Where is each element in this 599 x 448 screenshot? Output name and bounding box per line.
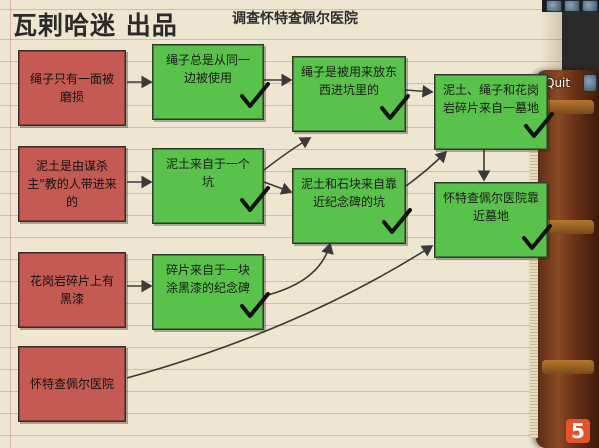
deduction-text: 绳子是被用来放东西进坑里的: [301, 65, 398, 97]
deduction-text: 碎片来自于一块涂黑漆的纪念碑: [165, 263, 250, 295]
deduction-card[interactable]: 绳子是被用来放东西进坑里的: [292, 56, 406, 132]
book-band: [542, 220, 594, 234]
deduction-card[interactable]: 泥土来自于一个坑: [152, 148, 264, 224]
site-logo: 5: [566, 419, 590, 443]
deduction-text: 泥土和石块来自靠近纪念碑的坑: [301, 177, 398, 209]
evidence-card[interactable]: 泥土是由谋杀主"教的人带进来的: [18, 146, 126, 222]
evidence-text: 泥土是由谋杀主"教的人带进来的: [27, 159, 117, 209]
deduction-card[interactable]: 泥土、绳子和花岗岩碎片来自一墓地: [434, 74, 548, 150]
deduction-card[interactable]: 绳子总是从同一边被使用: [152, 44, 264, 120]
page-title: 调查怀特查佩尔医院: [232, 11, 358, 27]
deduction-card[interactable]: 泥土和石块来自靠近纪念碑的坑: [292, 168, 406, 244]
quit-icon[interactable]: [583, 74, 597, 92]
book-pages: [530, 78, 538, 438]
deduction-card[interactable]: 怀特查佩尔医院靠近墓地: [434, 182, 548, 258]
deduction-card[interactable]: 碎片来自于一块涂黑漆的纪念碑: [152, 254, 264, 330]
menu-button[interactable]: [546, 0, 562, 12]
evidence-text: 绳子只有一面被磨损: [29, 72, 114, 104]
book-band: [542, 360, 594, 374]
book-band: [542, 100, 594, 114]
evidence-card[interactable]: 花岗岩碎片上有黑漆: [18, 252, 126, 328]
evidence-card[interactable]: 怀特查佩尔医院: [18, 346, 126, 422]
options-button[interactable]: [564, 0, 580, 12]
close-button[interactable]: [582, 0, 598, 12]
watermark-brand: 瓦剌哈迷 出品: [12, 11, 178, 40]
evidence-text: 花岗岩碎片上有黑漆: [29, 274, 114, 306]
evidence-card[interactable]: 绳子只有一面被磨损: [18, 50, 126, 126]
deduction-text: 泥土、绳子和花岗岩碎片来自一墓地: [443, 83, 540, 115]
deduction-text: 泥土来自于一个坑: [165, 157, 250, 189]
deduction-text: 怀特查佩尔医院靠近墓地: [443, 191, 540, 223]
deduction-text: 绳子总是从同一边被使用: [165, 53, 250, 85]
quit-button[interactable]: Quit: [545, 76, 571, 90]
margin-line: [10, 0, 11, 448]
evidence-text: 怀特查佩尔医院: [29, 377, 114, 391]
